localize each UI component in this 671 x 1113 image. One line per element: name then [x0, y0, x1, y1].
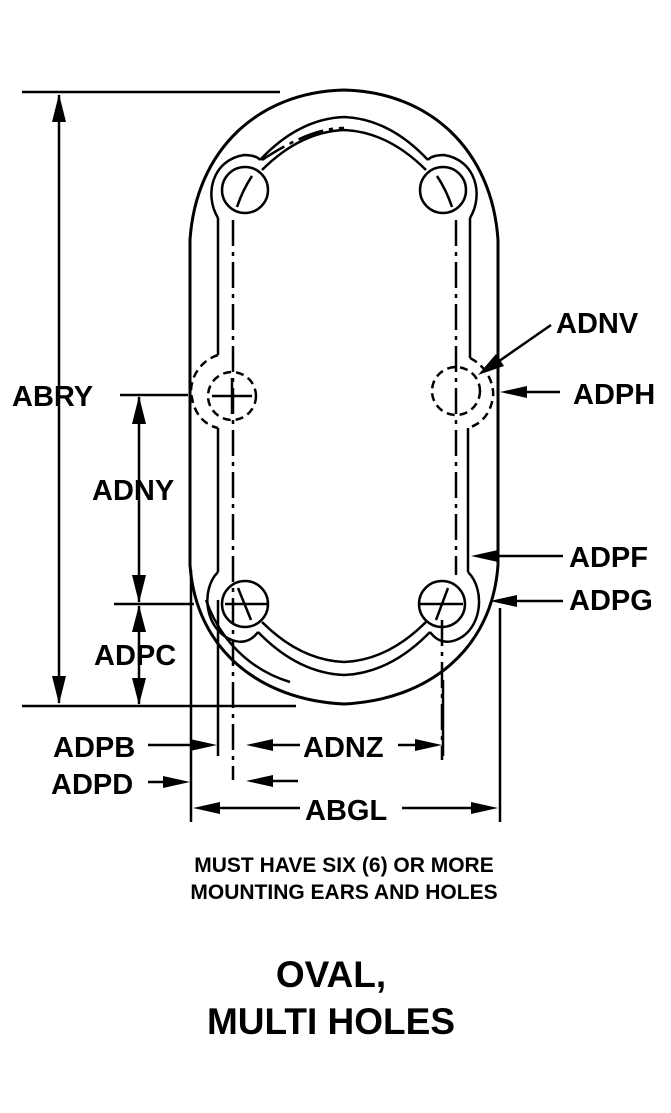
label-adpg: ADPG: [569, 585, 653, 617]
inner-opening-bottom: [261, 621, 427, 664]
hole-bottom-right: [417, 579, 467, 629]
label-adpd: ADPD: [51, 769, 133, 801]
note-line-2: MOUNTING EARS AND HOLES: [190, 881, 497, 904]
abry-arrow-top: [52, 94, 66, 122]
adnv-arrow: [478, 354, 504, 375]
adnv-leader: [491, 323, 552, 368]
abgl-arrow-right: [471, 802, 498, 814]
inner-opening-top: [261, 128, 427, 171]
bottom-left-ear: [206, 571, 260, 643]
bottom-right-ear: [428, 571, 481, 643]
adpb-arrow: [190, 739, 217, 751]
label-abry: ABRY: [12, 381, 93, 413]
adpd-arrow-right: [246, 775, 273, 787]
adny-arrow-top: [132, 396, 146, 424]
adpd-arrow: [163, 776, 190, 788]
adnz-arrow-left: [246, 739, 273, 751]
optional-hole-left: [189, 353, 258, 430]
adph-arrow: [500, 386, 527, 398]
label-adny: ADNY: [92, 475, 174, 507]
note-line-1: MUST HAVE SIX (6) OR MORE: [194, 854, 493, 877]
hole-top-right: [418, 165, 468, 215]
flange-lower-curve: [204, 599, 291, 684]
adny-arrow-bottom: [132, 575, 146, 603]
label-adpf: ADPF: [569, 542, 648, 574]
label-adpb: ADPB: [53, 732, 135, 764]
title-line-2: MULTI HOLES: [207, 1001, 455, 1042]
adpc-arrow-bottom: [132, 678, 146, 705]
label-adnv: ADNV: [556, 308, 639, 340]
flange-inner-top-arc: [259, 115, 429, 161]
abry-arrow-bottom: [52, 676, 66, 704]
flange-inner-bottom-arc: [257, 631, 431, 677]
title-line-1: OVAL,: [276, 954, 386, 995]
outer-oval-outline: [188, 88, 500, 706]
top-right-ear: [426, 153, 478, 219]
adpf-arrow: [471, 550, 498, 562]
hole-bottom-left: [220, 579, 270, 629]
adnz-arrow-right: [415, 739, 442, 751]
adpg-arrow: [490, 595, 517, 607]
top-left-ear: [210, 153, 262, 219]
label-adpc: ADPC: [94, 640, 176, 672]
label-abgl: ABGL: [305, 795, 387, 827]
hole-top-left: [220, 165, 270, 215]
top-centerline-arc: [261, 126, 345, 162]
abgl-arrow-left: [193, 802, 220, 814]
label-adnz: ADNZ: [303, 732, 384, 764]
label-adph: ADPH: [573, 379, 655, 411]
adpc-arrow-top: [132, 605, 146, 632]
